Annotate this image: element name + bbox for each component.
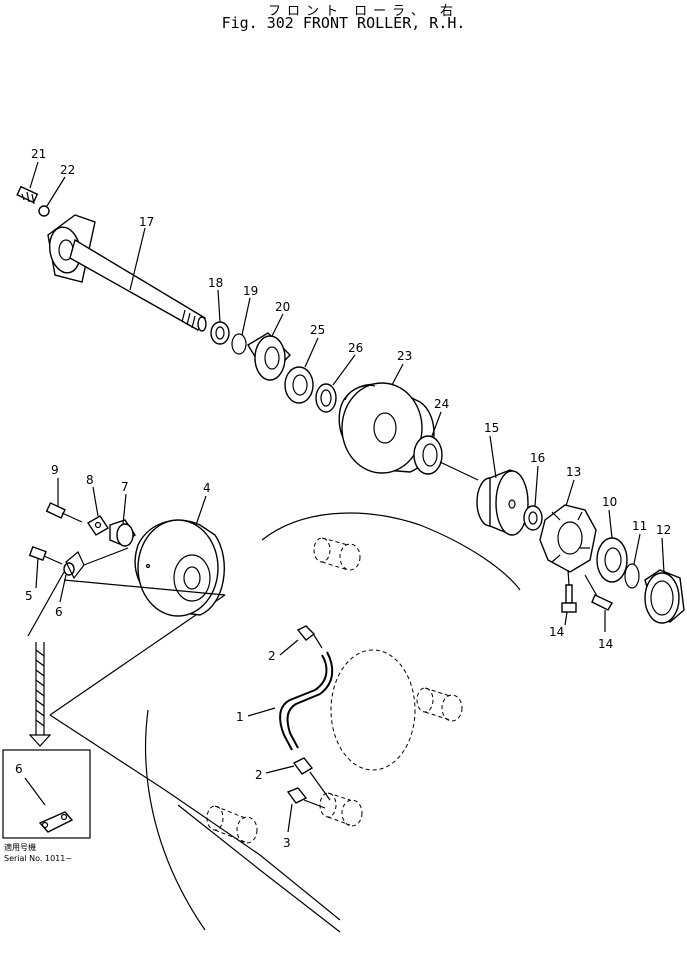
cap-12 xyxy=(644,569,685,624)
callout-21: 21 xyxy=(31,147,46,161)
callout-17: 17 xyxy=(139,215,154,229)
callout-8: 8 xyxy=(86,473,94,487)
detail-inset xyxy=(2,749,91,839)
callout-16: 16 xyxy=(530,451,545,465)
callout-6: 6 xyxy=(55,605,63,619)
callout-18: 18 xyxy=(208,276,223,290)
callout-2-upper: 2 xyxy=(268,649,276,663)
frame-bushing-upper xyxy=(313,537,361,571)
axis-line xyxy=(439,461,479,481)
seal-24 xyxy=(413,435,443,475)
callout-1: 1 xyxy=(236,710,244,724)
callout-14-left: 14 xyxy=(549,625,564,639)
plate-8 xyxy=(87,515,109,536)
inset-note-jp: 適用号機 xyxy=(4,842,36,852)
callout-7: 7 xyxy=(121,480,129,494)
bearing-10 xyxy=(596,537,628,583)
housing-13 xyxy=(539,504,597,573)
frame-bushing-lower-left xyxy=(206,805,258,844)
callout-4: 4 xyxy=(203,481,211,495)
bolt-14-left xyxy=(561,569,577,613)
inset-serial: Serial No. 1011~ xyxy=(4,854,72,863)
title-japanese: フロント ローラ、 右 xyxy=(267,4,459,19)
callout-13: 13 xyxy=(566,465,581,479)
roller-assembly-4 xyxy=(134,519,226,617)
callout-20: 20 xyxy=(275,300,290,314)
bolt-14-right xyxy=(584,574,613,611)
washer-6 xyxy=(63,551,85,580)
bushing-7 xyxy=(109,519,136,547)
figure-title: Fig. 302 FRONT ROLLER, R.H. xyxy=(221,14,466,32)
ring-19 xyxy=(231,333,247,355)
frame-bushing-lower xyxy=(319,792,363,827)
lube-tube-1 xyxy=(279,651,334,751)
collar-18 xyxy=(210,321,230,345)
callout-11: 11 xyxy=(632,519,647,533)
callout-24: 24 xyxy=(434,397,449,411)
callout-12: 12 xyxy=(656,523,671,537)
leader-detail xyxy=(27,571,226,637)
callout-9: 9 xyxy=(51,463,59,477)
bolt-21 xyxy=(16,185,39,205)
callout-10: 10 xyxy=(602,495,617,509)
seal-25 xyxy=(284,366,314,404)
bolt-9 xyxy=(45,502,83,523)
hub-15 xyxy=(476,469,529,536)
track-frame-outline xyxy=(49,512,521,933)
frame-opening xyxy=(330,649,416,771)
callout-25: 25 xyxy=(310,323,325,337)
fitting-2-upper xyxy=(296,625,323,649)
bolt-5 xyxy=(28,545,63,565)
leader-lines xyxy=(29,161,665,833)
callout-3: 3 xyxy=(283,836,291,850)
callout-2-lower: 2 xyxy=(255,768,263,782)
callout-15: 15 xyxy=(484,421,499,435)
callout-5: 5 xyxy=(25,589,33,603)
leader-washer-roller xyxy=(83,547,129,566)
bushing-26 xyxy=(315,383,337,413)
ring-11 xyxy=(624,563,640,589)
roller-23 xyxy=(338,382,435,474)
inset-callout-6: 6 xyxy=(15,762,23,776)
washer-22 xyxy=(38,205,50,217)
bearing-20 xyxy=(247,332,291,381)
frame-bushing-right xyxy=(416,687,463,722)
oring-16 xyxy=(523,505,543,531)
grease-fitting-3 xyxy=(286,787,326,809)
callout-19: 19 xyxy=(243,284,258,298)
shaft-17 xyxy=(47,214,207,332)
callout-14-right: 14 xyxy=(598,637,613,651)
callout-26: 26 xyxy=(348,341,363,355)
callout-23: 23 xyxy=(397,349,412,363)
callout-22: 22 xyxy=(60,163,75,177)
detail-arrow xyxy=(28,642,52,747)
fitting-2-lower xyxy=(292,757,331,801)
